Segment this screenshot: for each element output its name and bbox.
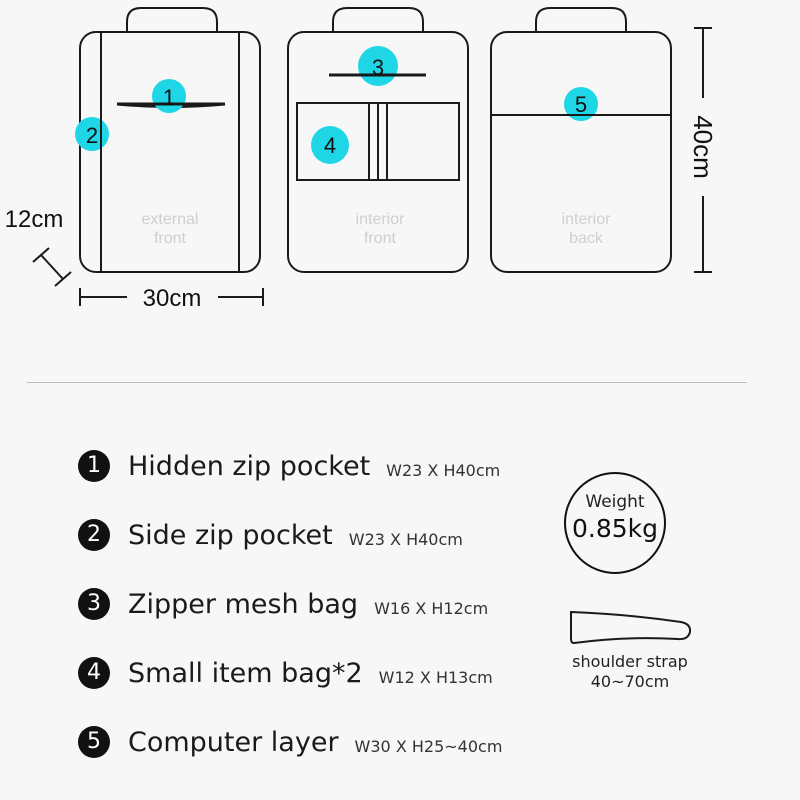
panel-label-external-front-1: external [142, 211, 199, 228]
svg-text:4: 4 [324, 133, 336, 158]
marker-1: 1 [117, 79, 225, 113]
handle-external-front [126, 7, 218, 32]
legend-item-name: Hidden zip pocket [128, 450, 371, 482]
depth-dimension [32, 247, 72, 287]
panel-label-interior-front-1: interior [356, 211, 406, 228]
legend-number-badge: 3 [78, 588, 110, 620]
legend-item-dims: W12 X H13cm [378, 667, 493, 687]
backpack-diagram: external front interior front interior b… [0, 0, 800, 360]
panel-label-interior-back-1: interior [562, 211, 612, 228]
legend-item-3: 3 Zipper mesh bag W16 X H12cm [78, 588, 488, 620]
weight-badge: Weight 0.85kg [564, 472, 666, 574]
marker-2: 2 [75, 117, 109, 151]
height-dimension [694, 27, 712, 273]
weight-label: Weight [585, 492, 645, 512]
legend-item-name: Side zip pocket [128, 519, 333, 551]
legend-item-name: Computer layer [128, 726, 339, 758]
legend-item-dims: W16 X H12cm [374, 598, 489, 618]
width-dimension [79, 288, 264, 306]
shoulder-strap-range: 40~70cm [590, 672, 670, 691]
legend-item-dims: W23 X H40cm [348, 529, 463, 549]
legend-item-4: 4 Small item bag*2 W12 X H13cm [78, 657, 493, 689]
svg-text:1: 1 [163, 85, 175, 110]
panel-label-interior-back-2: back [569, 230, 604, 247]
legend-item-2: 2 Side zip pocket W23 X H40cm [78, 519, 463, 551]
panel-outline-external-front [79, 31, 261, 273]
panel-label-interior-front-2: front [364, 230, 397, 247]
panel-outline-interior-back [490, 31, 672, 273]
legend-item-name: Small item bag*2 [128, 657, 363, 689]
handle-interior-back [535, 7, 627, 32]
height-label: 40cm [688, 115, 718, 179]
section-divider [27, 382, 747, 383]
marker-5: 5 [491, 87, 671, 121]
shoulder-strap-label: shoulder strap [572, 652, 688, 671]
shoulder-strap-caption: shoulder strap 40~70cm [560, 652, 700, 692]
weight-value: 0.85kg [571, 514, 658, 543]
handle-interior-front [332, 7, 424, 32]
legend-number-badge: 5 [78, 726, 110, 758]
legend-item-1: 1 Hidden zip pocket W23 X H40cm [78, 450, 500, 482]
svg-text:2: 2 [86, 123, 98, 148]
marker-4: 4 [311, 126, 349, 164]
panel-outline-interior-front [287, 31, 469, 273]
panel-label-external-front-2: front [154, 230, 187, 247]
depth-label: 12cm [5, 206, 64, 233]
legend-number-badge: 1 [78, 450, 110, 482]
legend-item-5: 5 Computer layer W30 X H25~40cm [78, 726, 502, 758]
legend-item-dims: W30 X H25~40cm [354, 736, 503, 756]
diagram-svg: external front interior front interior b… [5, 7, 718, 312]
svg-text:3: 3 [372, 55, 384, 80]
svg-text:5: 5 [575, 92, 587, 117]
legend-number-badge: 2 [78, 519, 110, 551]
shoulder-strap-icon [570, 610, 692, 645]
legend-item-dims: W23 X H40cm [386, 460, 501, 480]
width-label: 30cm [143, 285, 202, 312]
marker-3: 3 [329, 46, 426, 86]
legend-number-badge: 4 [78, 657, 110, 689]
legend-item-name: Zipper mesh bag [128, 588, 359, 620]
